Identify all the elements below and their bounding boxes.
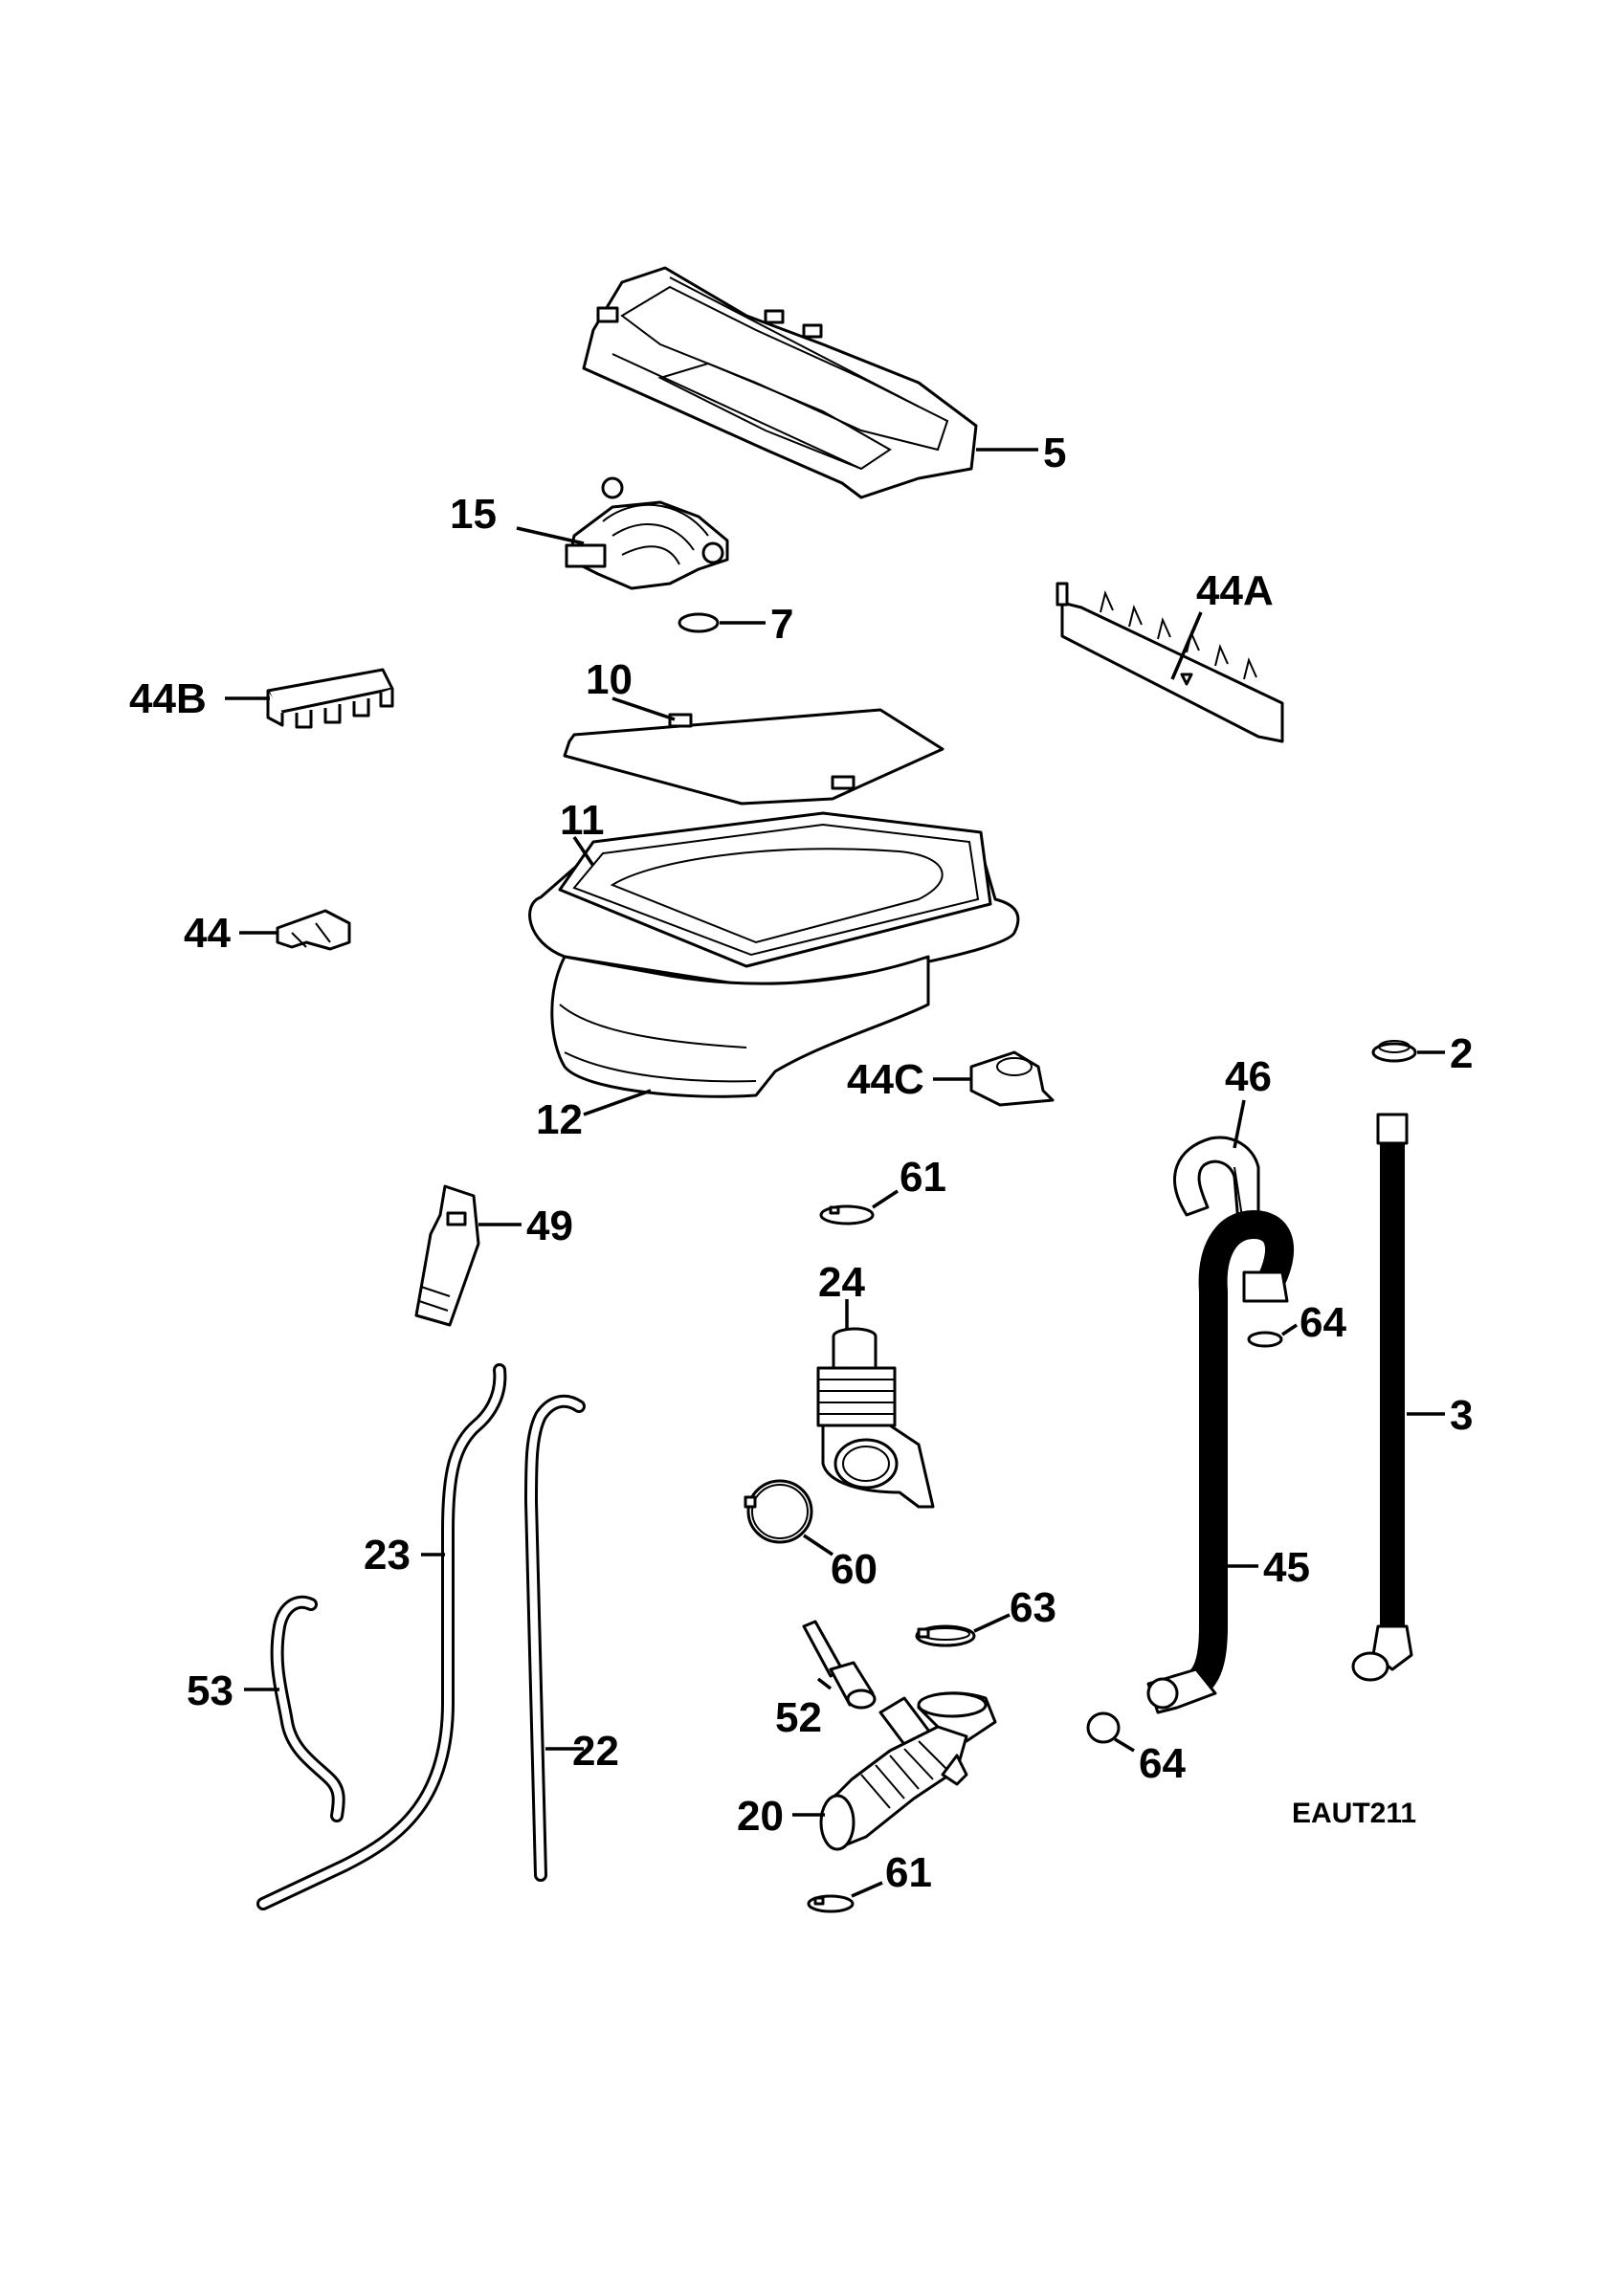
leader-60 <box>803 1534 833 1556</box>
label-20: 20 <box>737 1793 784 1840</box>
part-60-clamp <box>744 1479 813 1544</box>
part-44-clip <box>276 909 351 951</box>
label-45: 45 <box>1263 1544 1310 1591</box>
label-5: 5 <box>1043 430 1066 476</box>
leader-44a <box>1170 611 1203 680</box>
label-63: 63 <box>1010 1584 1056 1631</box>
label-44b: 44B <box>129 675 207 722</box>
label-10: 10 <box>586 656 633 703</box>
label-7: 7 <box>770 601 793 648</box>
label-11: 11 <box>560 797 605 844</box>
part-44a-clip-rail <box>1055 582 1284 743</box>
leader-63 <box>973 1613 1011 1633</box>
part-24-sump-bellows <box>816 1327 935 1509</box>
label-64-upper: 64 <box>1300 1299 1346 1346</box>
leader-10 <box>611 696 676 721</box>
label-15: 15 <box>450 491 497 538</box>
label-53: 53 <box>187 1667 233 1714</box>
label-3: 3 <box>1450 1392 1473 1439</box>
label-44: 44 <box>184 910 231 957</box>
part-44b-clip <box>266 668 394 729</box>
label-61-upper: 61 <box>900 1154 946 1201</box>
label-12: 12 <box>536 1096 583 1143</box>
part-64-clip-upper <box>1247 1331 1283 1348</box>
leader-12 <box>583 1089 652 1116</box>
leader-11 <box>572 836 595 867</box>
part-2-cap <box>1371 1040 1417 1063</box>
part-15-valve <box>565 476 729 590</box>
part-64-ring-lower <box>1086 1711 1121 1744</box>
label-24: 24 <box>818 1259 865 1306</box>
part-53-hose <box>270 1595 345 1822</box>
label-2: 2 <box>1450 1030 1473 1077</box>
diagram-code: EAUT211 <box>1292 1798 1416 1829</box>
part-10-gasket-panel <box>563 708 944 806</box>
part-63-clamp <box>915 1624 976 1647</box>
label-52: 52 <box>775 1694 822 1741</box>
part-11-tub-seal <box>528 811 1020 987</box>
leader-64-lower <box>1114 1737 1135 1753</box>
label-60: 60 <box>831 1546 878 1593</box>
part-52-connector <box>802 1620 877 1710</box>
label-44c: 44C <box>847 1056 924 1103</box>
label-44a: 44A <box>1196 567 1274 614</box>
part-61-clamp-lower <box>807 1894 855 1913</box>
part-5-dispenser-housing <box>582 266 978 499</box>
leader-52 <box>816 1677 833 1690</box>
part-7-ring <box>678 612 720 633</box>
part-44c-clip <box>969 1050 1055 1107</box>
part-45-drain-hose <box>1146 1210 1294 1714</box>
part-23-hose <box>256 1363 507 1910</box>
leader-61-lower <box>851 1881 883 1898</box>
leader-64-upper <box>1281 1323 1298 1336</box>
label-64-lower: 64 <box>1139 1740 1186 1787</box>
label-23: 23 <box>364 1532 411 1578</box>
label-46: 46 <box>1225 1053 1272 1100</box>
part-49-flap <box>414 1184 480 1327</box>
leader-15 <box>516 526 585 545</box>
label-22: 22 <box>572 1728 619 1775</box>
part-61-clamp-upper <box>819 1204 875 1225</box>
part-12-tub <box>550 955 930 1098</box>
part-20-bellows-hose <box>819 1691 997 1851</box>
part-22-hose <box>524 1394 586 1882</box>
label-61-lower: 61 <box>885 1849 932 1896</box>
leader-61-upper <box>872 1189 899 1209</box>
label-49: 49 <box>526 1203 573 1249</box>
leader-46 <box>1233 1099 1246 1149</box>
part-3-inlet-hose <box>1351 1113 1413 1682</box>
